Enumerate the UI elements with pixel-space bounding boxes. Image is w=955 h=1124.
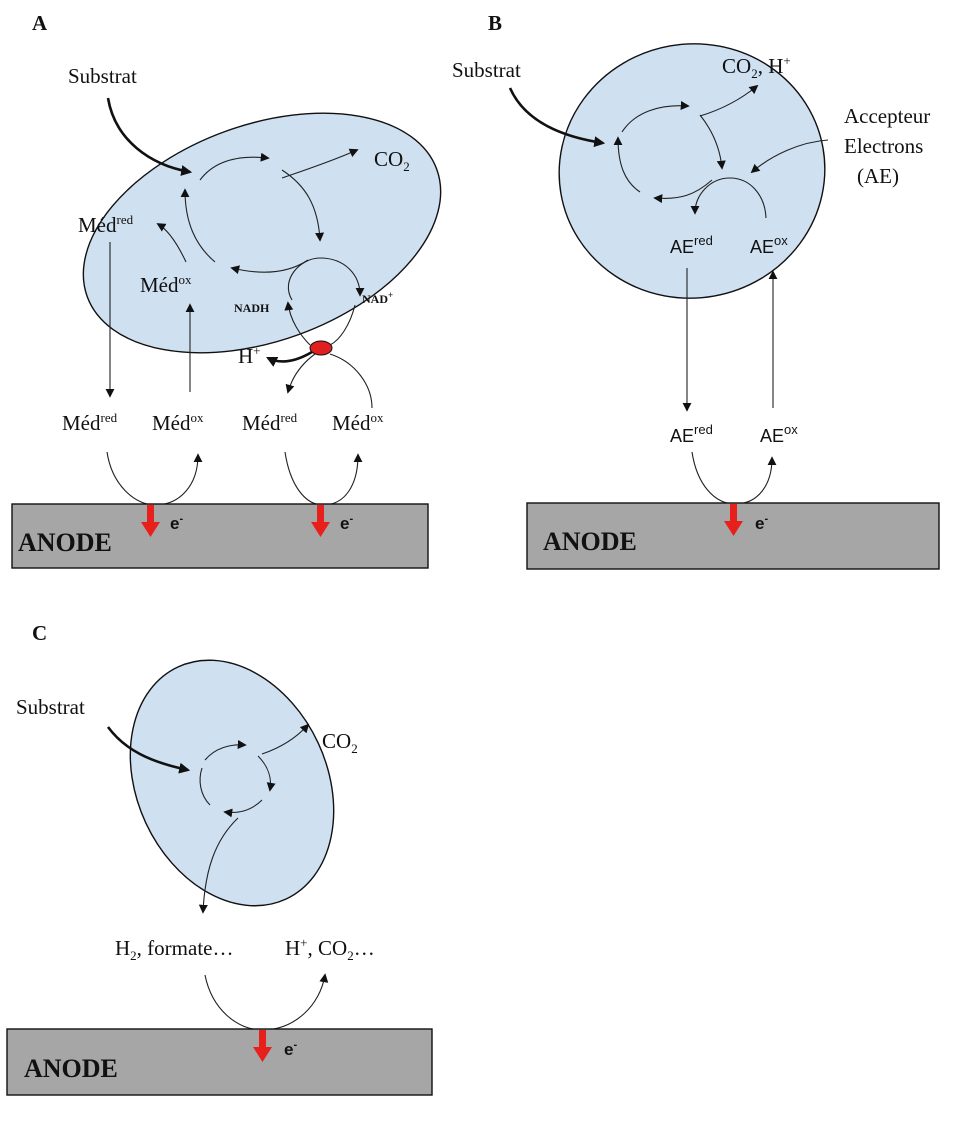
panel-b-letter: B: [488, 11, 502, 35]
panel-c-electrode-loop: [204, 973, 329, 1031]
panel-b-acceptor-line3: (AE): [857, 164, 899, 188]
panel-b-acceptor-arrow: [750, 139, 829, 174]
panel-a-h-label: H+: [238, 343, 261, 368]
panel-b: B Substrat CO2, H+ Accepteur Electrons (…: [452, 11, 940, 570]
panel-a-proton-arrow: [266, 350, 313, 367]
panel-a-med-regeneration-arrow: [156, 223, 187, 263]
panel-c-electron-arrow: [253, 1030, 272, 1062]
panel-c-electron-label: e-: [284, 1039, 297, 1059]
panel-b-substrate-label: Substrat: [452, 58, 521, 82]
panel-b-electron-label: e-: [755, 513, 768, 533]
panel-b-ae-red-outer: AEred: [670, 422, 713, 446]
panel-a-membrane-enzyme: [309, 340, 333, 356]
panel-a-med-red-inner: Médred: [78, 212, 134, 237]
panel-a-nadh-cycle: [284, 257, 365, 346]
panel-b-co2-arrow: [699, 84, 759, 117]
panel-c-co2-arrow: [261, 723, 310, 755]
panel-a-anode-label: ANODE: [18, 528, 112, 557]
panel-b-metabolic-cycle: [613, 101, 726, 204]
panel-a-cell: [82, 112, 442, 354]
panel-a-electron-label-1: e-: [170, 513, 183, 533]
panel-a-med-ox-return-arrow: [329, 353, 373, 409]
panel-a-electron-arrow-2: [311, 505, 330, 537]
panel-c-co2-label: CO2: [322, 729, 358, 756]
panel-b-cell: [558, 43, 826, 299]
panel-a-med-ox-outer-1: Médox: [152, 410, 204, 435]
panel-c-products-label: H+, CO2…: [285, 935, 375, 963]
panel-a-electrode-loop-1: [106, 451, 203, 506]
panel-a-nadh-label: NADH: [234, 301, 270, 315]
panel-b-ae-red-inner: AEred: [670, 233, 713, 257]
panel-c-letter: C: [32, 621, 47, 645]
panel-a-electrode-loop-2: [284, 451, 363, 506]
panel-a-letter: A: [32, 11, 48, 35]
panel-c-substrate-arrow: [106, 726, 191, 774]
panel-b-anode-label: ANODE: [543, 527, 637, 556]
panel-b-co2-label: CO2, H+: [722, 53, 791, 81]
panel-a: A Substrat CO2 NADH NAD+ Médred Médox: [11, 11, 442, 569]
panel-a-med-ox-outer-2: Médox: [332, 410, 384, 435]
panel-a-electron-arrow-1: [141, 505, 160, 537]
panel-c-substrate-label: Substrat: [16, 695, 85, 719]
panel-b-substrate-arrow: [508, 87, 606, 148]
panel-a-electron-label-2: e-: [340, 513, 353, 533]
panel-c-cell: [129, 659, 335, 907]
panel-b-electron-arrow: [724, 504, 743, 536]
panel-a-substrate-arrow: [106, 97, 193, 176]
panel-c-metabolic-cycle: [199, 740, 276, 818]
panel-a-co2-label: CO2: [374, 147, 410, 174]
panel-c-anode: [6, 1028, 433, 1096]
panel-a-metabolic-cycle: [180, 152, 325, 275]
panel-c-h2-release-arrow: [198, 817, 239, 914]
panel-b-ae-ox-outer: AEox: [760, 422, 798, 446]
panel-b-ae-reduction-arrow: [690, 177, 767, 219]
panel-a-med-red-outer-2: Médred: [242, 410, 298, 435]
panel-a-med-ox-inner: Médox: [140, 272, 192, 297]
panel-a-anode: [11, 503, 429, 569]
panel-b-electrode-loop: [691, 451, 777, 505]
panel-c-h2-label: H2, formate…: [115, 936, 233, 963]
panel-c-anode-label: ANODE: [24, 1054, 118, 1083]
panel-a-nad-label: NAD+: [362, 290, 393, 306]
panel-a-substrate-label: Substrat: [68, 64, 137, 88]
panel-a-co2-arrow: [281, 148, 359, 179]
panel-a-enzyme-to-med-arrow: [285, 353, 316, 394]
panel-b-acceptor-line2: Electrons: [844, 134, 923, 158]
panel-a-med-red-outer-1: Médred: [62, 410, 118, 435]
panel-c: C Substrat CO2 H2, formate… H+, CO2… ANO…: [6, 621, 433, 1096]
panel-b-ae-ox-inner: AEox: [750, 233, 788, 257]
panel-b-acceptor-line1: Accepteur: [844, 104, 930, 128]
